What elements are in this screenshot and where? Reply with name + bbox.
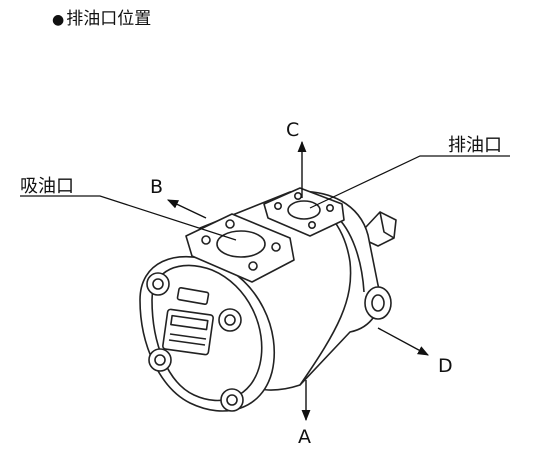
- bullet-icon: ●: [52, 12, 65, 28]
- arrow-b: [166, 199, 207, 219]
- direction-a-label: A: [298, 426, 311, 448]
- side-boss: [364, 286, 392, 320]
- pump-body: [139, 187, 397, 412]
- direction-c-label: C: [286, 119, 299, 141]
- suction-leader-line: [20, 195, 237, 241]
- cover-block: [176, 287, 210, 305]
- suction-port-opening: [216, 230, 266, 258]
- direction-d-label: D: [438, 355, 453, 377]
- cover-bolts: [146, 272, 244, 412]
- direction-b-label: B: [150, 176, 163, 198]
- page-title: ●排油口位置: [52, 4, 151, 29]
- discharge-leader-line: [309, 155, 510, 209]
- discharge-port-opening: [287, 200, 321, 220]
- suction-port-label: 吸油口: [20, 176, 74, 197]
- page-title-text: 排油口位置: [66, 9, 152, 29]
- direction-arrows: [166, 140, 429, 422]
- name-plate: [162, 308, 214, 356]
- leader-lines: [20, 155, 510, 241]
- discharge-port-label: 排油口: [448, 135, 502, 156]
- arrow-d: [377, 327, 429, 356]
